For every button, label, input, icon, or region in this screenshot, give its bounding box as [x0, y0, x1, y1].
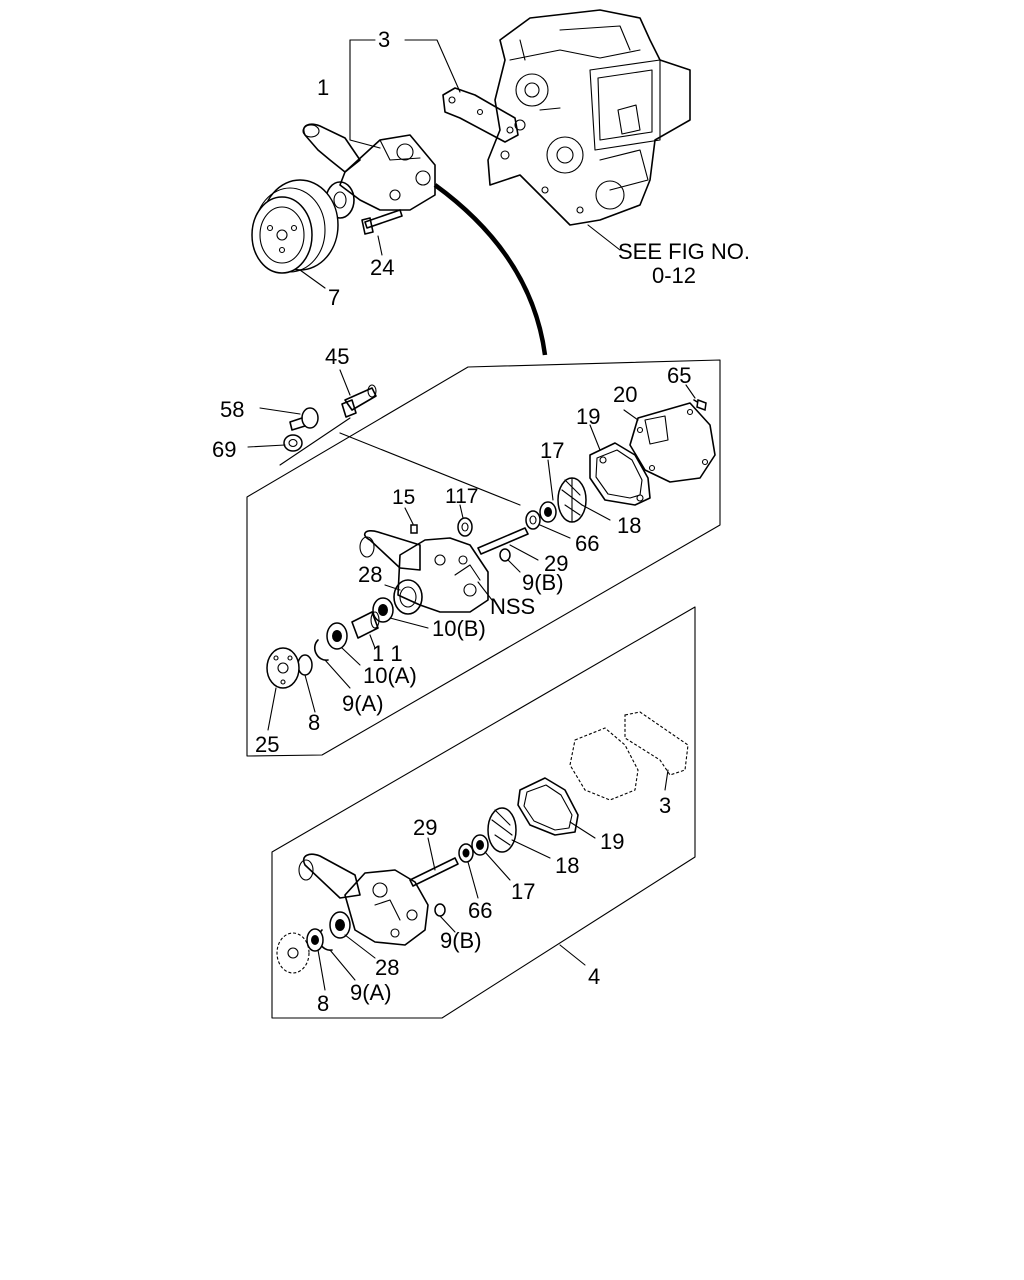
label-17: 17: [540, 438, 564, 463]
spacer-part-11: [351, 611, 380, 649]
label-20: 20: [613, 382, 637, 407]
label-29-lower: 29: [413, 815, 437, 840]
bolt-part-15: [404, 507, 418, 534]
seal-part-8-lower: [306, 928, 326, 991]
washer-part-69: [247, 434, 303, 452]
label-9a: 9(A): [342, 691, 384, 716]
shaft-part-29-lower: [409, 837, 459, 887]
label-see-fig-number: 0-12: [652, 263, 696, 288]
gasket-part-19-lower: [517, 777, 596, 839]
flange-part-25: [266, 647, 300, 731]
label-8: 8: [308, 710, 320, 735]
part-labels: 1 3 7 24 SEE FIG NO. 0-12 45 58 69 65 20…: [212, 27, 750, 1016]
ring-part-9b: [499, 548, 521, 573]
gasket-part-3-lower: [624, 711, 689, 791]
label-65: 65: [667, 363, 691, 388]
label-3-top: 3: [378, 27, 390, 52]
flange-lower: [276, 932, 310, 974]
label-1: 1: [317, 75, 329, 100]
ring-part-9b-lower: [434, 903, 456, 933]
bolt-part-24: [361, 209, 403, 256]
label-18: 18: [617, 513, 641, 538]
label-10a: 10(A): [363, 663, 417, 688]
label-28-lower: 28: [375, 955, 399, 980]
label-9a-lower: 9(A): [350, 980, 392, 1005]
label-29: 29: [544, 551, 568, 576]
label-19-lower: 19: [600, 829, 624, 854]
label-9b: 9(B): [522, 570, 564, 595]
plug-part-117: [457, 504, 473, 537]
connector-arrow-line: [433, 183, 548, 356]
plug-part-58: [259, 407, 319, 431]
label-17-lower: 17: [511, 879, 535, 904]
pulley-part-7: [251, 179, 339, 289]
gasket-part-3-top: [442, 87, 519, 143]
bearing-part-10b: [372, 597, 429, 629]
label-25: 25: [255, 732, 279, 757]
impeller-part-18: [557, 477, 611, 523]
label-4: 4: [588, 964, 600, 989]
label-8-lower: 8: [317, 991, 329, 1016]
label-45: 45: [325, 344, 349, 369]
seal-part-17: [539, 459, 557, 523]
seal-part-66: [525, 510, 571, 539]
snapring-part-9a: [313, 639, 351, 689]
label-28: 28: [358, 562, 382, 587]
label-18-lower: 18: [555, 853, 579, 878]
label-69: 69: [212, 437, 236, 462]
bearing-part-28-lower: [329, 911, 376, 959]
label-19: 19: [576, 404, 600, 429]
seal-part-17-lower: [471, 834, 511, 881]
label-nss: NSS: [490, 594, 535, 619]
fitting-part-45: [339, 369, 377, 418]
detail-panel-lower: [271, 606, 696, 1019]
label-66: 66: [575, 531, 599, 556]
engine-block-drawing: [487, 9, 691, 226]
label-24: 24: [370, 255, 394, 280]
impeller-part-18-lower: [487, 807, 551, 859]
label-117: 117: [445, 485, 478, 508]
label-7: 7: [328, 285, 340, 310]
gasket-part-20: [629, 402, 716, 483]
bolt-part-65: [685, 384, 707, 412]
detail-panel-middle: [246, 359, 721, 757]
label-3-lower: 3: [659, 793, 671, 818]
seal-part-8: [297, 654, 316, 713]
label-66-lower: 66: [468, 898, 492, 923]
pump-body-middle: [359, 530, 493, 615]
bearing-part-10a: [326, 622, 361, 666]
label-see-fig: SEE FIG NO.: [618, 239, 750, 264]
seal-part-66-lower: [458, 843, 479, 899]
label-9b-lower: 9(B): [440, 928, 482, 953]
gasket-part-19: [589, 424, 651, 506]
shaft-part-29: [477, 527, 539, 561]
gasket-dashed-lower: [569, 727, 639, 801]
pump-body-lower: [298, 853, 429, 946]
label-15: 15: [392, 486, 415, 509]
label-10b: 10(B): [432, 616, 486, 641]
label-11: 1 1: [372, 641, 403, 666]
label-58: 58: [220, 397, 244, 422]
